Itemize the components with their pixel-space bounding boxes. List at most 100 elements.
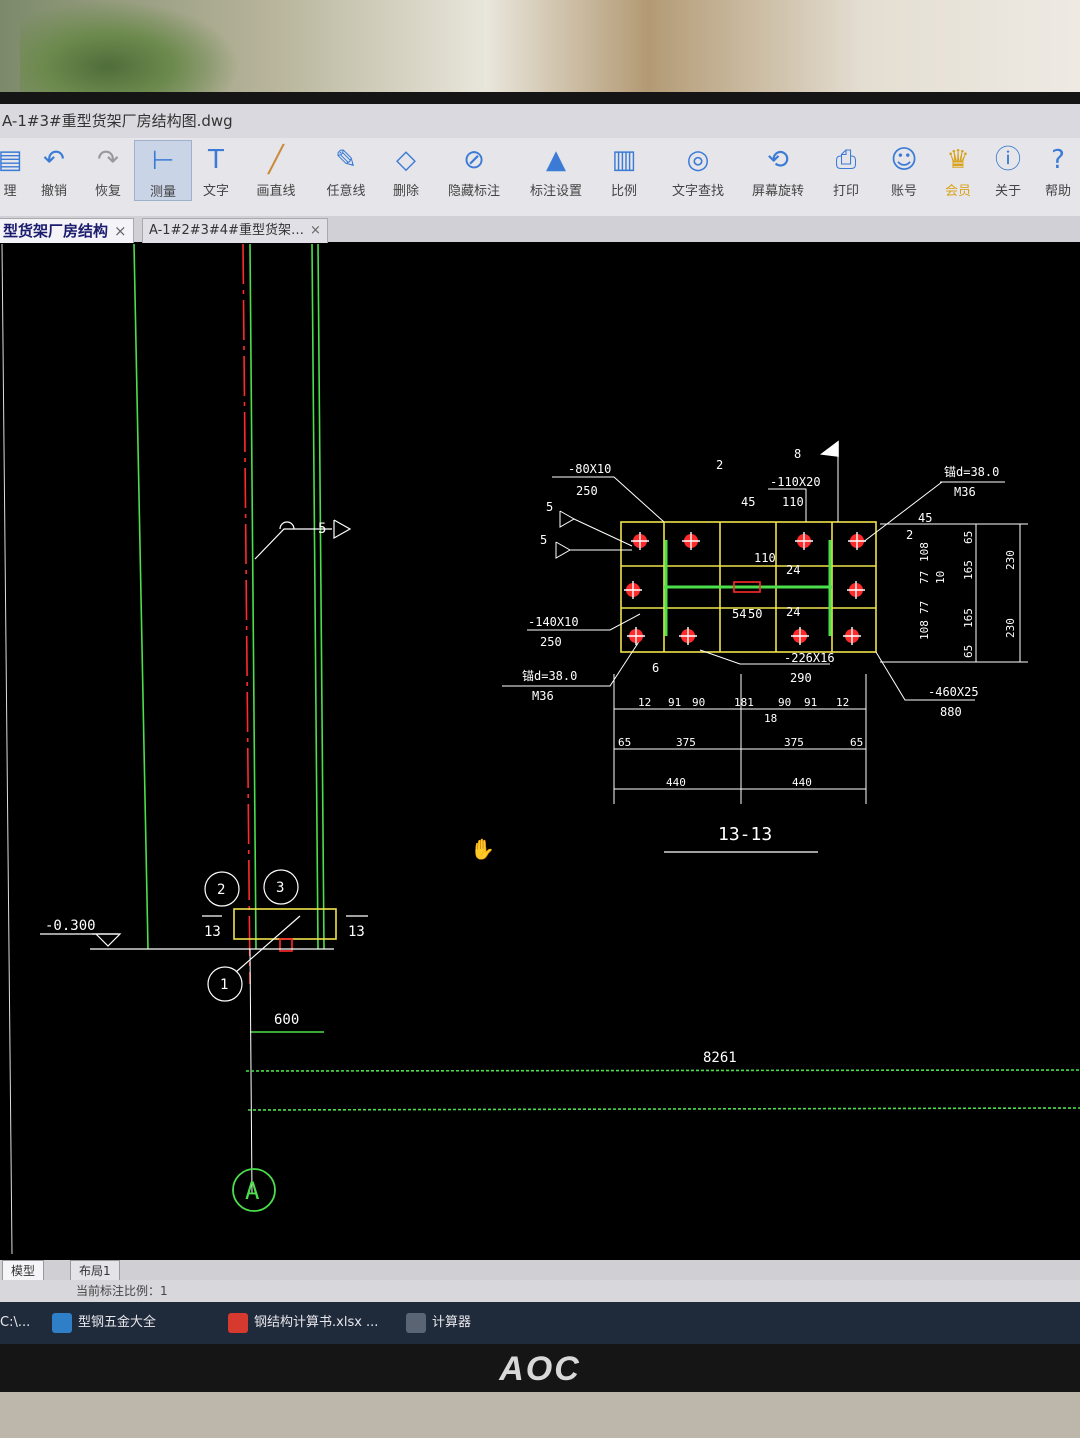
weld-symbol (279, 521, 295, 530)
right-dim: 108 (918, 620, 931, 640)
taskbar-item-steel-handbook[interactable]: 型钢五金大全 (52, 1310, 156, 1336)
dim-50: 50 (748, 607, 762, 621)
section-mark-right: 13 (348, 924, 365, 940)
section-title: 13-13 (718, 824, 772, 845)
toolbar-print[interactable]: ⎙打印 (818, 140, 874, 199)
bottom-dim: 65 (618, 736, 631, 749)
layout-tabs: 模型 布局1 (0, 1260, 1080, 1282)
right-dim: 108 (918, 542, 931, 562)
detail-plate (620, 521, 877, 653)
app-icon (52, 1312, 72, 1333)
close-icon[interactable]: × (309, 223, 321, 238)
toolbar-line[interactable]: ╱画直线 (248, 140, 304, 199)
bottom-dimensions: 12 91 90 181 90 91 12 18 65 375 375 65 4… (618, 696, 863, 789)
dim-45-right: 45 (918, 511, 932, 525)
base-plate-length: 880 (940, 705, 962, 719)
leader-line (699, 649, 830, 665)
pen-icon: ✎ (335, 145, 357, 175)
leader-line (768, 488, 807, 522)
callout-circle-1 (207, 966, 243, 1002)
shear-key (279, 938, 293, 952)
dim-24-lower: 24 (786, 605, 800, 619)
undo-icon: ↶ (43, 145, 65, 175)
close-icon[interactable]: × (114, 222, 127, 240)
plate-140x10-length: 250 (540, 635, 562, 649)
drawing-canvas[interactable]: ✋ -0.300 13 13 2 3 1 5 600 8261 A 13-13 … (0, 243, 1080, 1255)
axis-bubble (232, 1168, 276, 1212)
callout-leader (235, 915, 301, 973)
toolbar-help[interactable]: ?帮助 (1030, 140, 1080, 199)
drawing-svg: ✋ -0.300 13 13 2 3 1 5 600 8261 A 13-13 … (1, 243, 1080, 1255)
weld-2-text: 2 (716, 458, 723, 472)
taskbar-item-spreadsheet[interactable]: 钢结构计算书.xlsx ... (228, 1310, 378, 1336)
toolbar-dim-settings[interactable]: ▲标注设置 (528, 140, 584, 199)
axis-label: A (245, 1177, 260, 1205)
column-line (249, 243, 257, 950)
anchor-diameter-lower: 锚d=38.0 (522, 668, 577, 683)
plant (20, 0, 240, 95)
bottom-dim: 440 (666, 776, 686, 789)
callout-label-1: 1 (220, 977, 228, 993)
border-line (1, 243, 13, 1255)
calculator-icon (406, 1312, 426, 1333)
taskbar-item-calculator[interactable]: 计算器 (406, 1310, 471, 1336)
toolbar-scale[interactable]: ▥比例 (596, 140, 652, 199)
tab-document-1[interactable]: 型货架厂房结构× (0, 218, 134, 243)
right-dim: 230 (1004, 550, 1017, 570)
toolbar-measure[interactable]: ⊢测量 (134, 140, 192, 201)
toolbar-redo[interactable]: ↷恢复 (80, 140, 136, 199)
toolbar-hide-dims[interactable]: ⊘隐藏标注 (446, 140, 502, 199)
dim-24-upper: 24 (786, 563, 800, 577)
bottom-dim-18: 18 (764, 712, 777, 725)
toolbar-freeline[interactable]: ✎任意线 (318, 140, 374, 199)
toolbar-text-search[interactable]: ◎文字查找 (670, 140, 726, 199)
desk (0, 1392, 1080, 1438)
toolbar-vip[interactable]: ♛会员 (930, 140, 986, 199)
measure-icon: ⊢ (151, 146, 175, 176)
vip-icon: ♛ (946, 145, 970, 175)
callout-circle-2 (204, 871, 240, 907)
taskbar-item-terminal[interactable]: C:\... (0, 1310, 30, 1336)
section-mark-left: 13 (204, 924, 221, 940)
column-line (133, 243, 149, 950)
weld-5-upper: 5 (546, 500, 553, 514)
text-search-icon: ◎ (686, 145, 710, 175)
bottom-dim: 90 (778, 696, 791, 709)
plate-140x10: -140X10 (528, 615, 579, 629)
plate-110x20: -110X20 (770, 475, 821, 489)
section-detail (502, 440, 1028, 853)
bottom-dim: 181 (734, 696, 754, 709)
toolbar-rotate[interactable]: ⟲屏幕旋转 (750, 140, 806, 199)
stiffener (733, 581, 761, 593)
toolbar-manage[interactable]: ▤理 (0, 140, 38, 199)
tab-layout1[interactable]: 布局1 (70, 1260, 120, 1282)
bottom-dim: 440 (792, 776, 812, 789)
anchor-bolt-size: M36 (954, 485, 976, 499)
toolbar-delete[interactable]: ◇删除 (378, 140, 434, 199)
elevation-marker (92, 933, 122, 947)
right-dim: 77 (918, 601, 931, 614)
scale-icon: ▥ (611, 145, 637, 175)
toolbar-undo[interactable]: ↶撤销 (26, 140, 82, 199)
weld-flag (555, 541, 572, 559)
right-dimensions: 108 77 10 77 108 65 165 165 65 230 230 (918, 531, 1017, 658)
tab-document-2[interactable]: A-1#2#3#4#重型货架…× (142, 218, 328, 243)
line-icon: ╱ (268, 145, 284, 175)
hand-cursor-icon: ✋ (470, 837, 495, 861)
bottom-dim: 65 (850, 736, 863, 749)
dim-2-right: 2 (906, 528, 913, 542)
status-bar: 当前标注比例：1 (0, 1280, 1080, 1302)
toolbar-account[interactable]: ☺账号 (876, 140, 932, 199)
right-dim: 10 (934, 571, 947, 584)
taskbar-label: 型钢五金大全 (78, 1315, 157, 1330)
column-line (311, 243, 319, 950)
callout-circle-3 (263, 869, 299, 905)
tab-model[interactable]: 模型 (2, 1260, 45, 1282)
elevation-text: -0.300 (45, 918, 96, 934)
axis-line (242, 243, 251, 985)
plate-110x20-length: 110 (782, 495, 804, 509)
